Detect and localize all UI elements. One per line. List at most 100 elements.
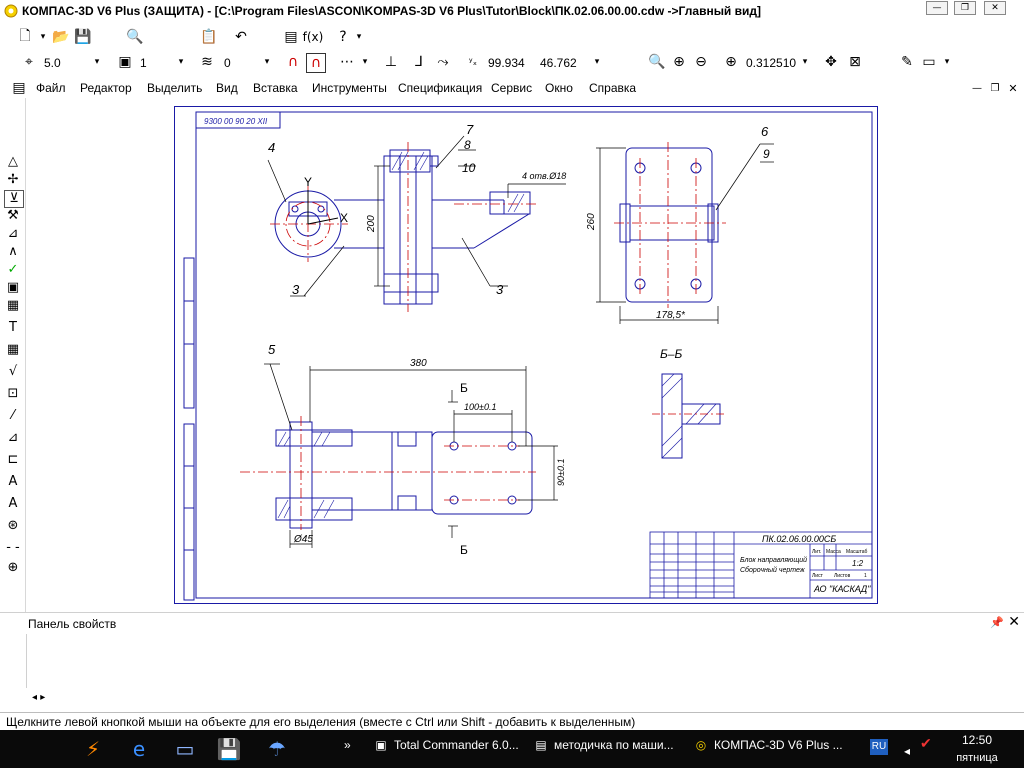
- text-icon[interactable]: T: [9, 320, 17, 335]
- grid-step-icon[interactable]: ⌖: [25, 54, 33, 70]
- menu-select[interactable]: Выделить: [147, 81, 203, 95]
- doc-restore-icon[interactable]: ❐: [990, 82, 1000, 94]
- new-document-icon[interactable]: 🗋: [19, 28, 31, 44]
- cursor-x-value[interactable]: 99.934: [488, 56, 525, 70]
- local-cs-icon[interactable]: ⊥: [384, 54, 398, 70]
- parametrization-icon[interactable]: ⊿: [7, 226, 19, 241]
- step-value[interactable]: 5.0: [44, 56, 61, 70]
- leader-icon[interactable]: ⁄: [11, 408, 15, 423]
- quicklaunch-overflow[interactable]: »: [344, 738, 351, 752]
- hammer-icon[interactable]: ⚒: [7, 208, 19, 223]
- base-icon[interactable]: ⊡: [7, 386, 19, 401]
- pan-icon[interactable]: ✥: [825, 54, 837, 70]
- zoom-window-icon[interactable]: 🔍: [648, 54, 666, 70]
- tolerance-icon[interactable]: ⊿: [7, 430, 19, 445]
- style-icon[interactable]: ≋: [201, 54, 213, 70]
- roughness-icon[interactable]: √: [8, 364, 18, 379]
- section-line-icon[interactable]: ⊏: [7, 452, 19, 467]
- zoom-value[interactable]: 0.312510: [746, 56, 797, 70]
- coords-dropdown-icon[interactable]: ▾: [594, 57, 600, 67]
- panel-dropdown-icon[interactable]: ▾: [944, 57, 950, 67]
- axis-icon[interactable]: ⊛: [7, 518, 19, 533]
- measure-icon[interactable]: ∧: [8, 244, 18, 259]
- zoom-dropdown-icon[interactable]: ▾: [802, 57, 808, 67]
- task-total-commander[interactable]: ▣ Total Commander 6.0...: [374, 732, 524, 758]
- stamp-scale: 1:2: [852, 559, 864, 568]
- center-mark-icon[interactable]: ⊕: [7, 560, 19, 575]
- internet-explorer-icon[interactable]: e: [132, 737, 146, 761]
- arrow-view-icon[interactable]: A: [8, 474, 18, 489]
- layer-dropdown-icon[interactable]: ▾: [178, 57, 184, 67]
- menu-editor[interactable]: Редактор: [80, 81, 132, 95]
- leader-9: 9: [763, 147, 770, 161]
- doc-minimize-icon[interactable]: —: [972, 82, 982, 94]
- round-off-icon[interactable]: ⤳: [437, 54, 449, 70]
- zoom-out-icon[interactable]: ⊖: [695, 54, 707, 70]
- menu-window[interactable]: Окно: [545, 81, 573, 95]
- menu-help[interactable]: Справка: [589, 81, 637, 95]
- clipboard-icon[interactable]: 📋: [200, 29, 218, 45]
- view-icon[interactable]: ▣: [6, 280, 20, 295]
- menu-service[interactable]: Сервис: [491, 81, 533, 95]
- maximize-button[interactable]: ❐: [954, 1, 976, 15]
- flashget-icon[interactable]: ⚡: [85, 737, 101, 761]
- menu-tools[interactable]: Инструменты: [312, 81, 387, 95]
- menu-view[interactable]: Вид: [216, 81, 238, 95]
- variables-icon[interactable]: ▤: [284, 29, 298, 45]
- layer-value[interactable]: 1: [140, 56, 147, 70]
- save-icon[interactable]: 💾: [74, 29, 92, 45]
- floppy-icon[interactable]: 💾: [216, 737, 242, 761]
- show-all-icon[interactable]: ⊠: [849, 54, 861, 70]
- dimensions-icon[interactable]: ⊻: [4, 190, 24, 208]
- clock-time[interactable]: 12:50: [961, 733, 993, 747]
- table-icon[interactable]: ▦: [6, 342, 20, 357]
- ortho-icon[interactable]: ⅃: [415, 54, 423, 70]
- help-pointer-icon[interactable]: ?: [339, 29, 347, 45]
- language-indicator[interactable]: RU: [870, 739, 888, 755]
- menu-insert[interactable]: Вставка: [253, 81, 298, 95]
- properties-icon[interactable]: ✎: [901, 54, 913, 70]
- menu-file[interactable]: Файл: [36, 81, 66, 95]
- help-dropdown-icon[interactable]: ▾: [356, 32, 362, 42]
- dim-d45: Ø45: [293, 534, 313, 545]
- pin-icon[interactable]: 📌: [990, 616, 1004, 629]
- print-preview-icon[interactable]: 🔍: [126, 29, 144, 45]
- open-icon[interactable]: 📂: [52, 29, 70, 45]
- menu-specification[interactable]: Спецификация: [398, 81, 483, 95]
- local-snap-icon[interactable]: ∩: [306, 53, 326, 73]
- layer-icon[interactable]: ▣: [118, 54, 132, 70]
- select-icon[interactable]: ✓: [7, 262, 19, 277]
- geometry-icon[interactable]: △: [8, 154, 18, 169]
- function-icon[interactable]: f(x): [302, 30, 324, 44]
- spec-icon[interactable]: ▦: [6, 298, 20, 313]
- tray-app-icon[interactable]: ✔: [920, 734, 932, 751]
- panel-toggle-icon[interactable]: ▭: [922, 54, 936, 70]
- style-dropdown-icon[interactable]: ▾: [264, 57, 270, 67]
- tray-expand-icon[interactable]: ◂: [904, 744, 911, 758]
- minimize-button[interactable]: —: [926, 1, 948, 15]
- task-word-doc[interactable]: ▤ методичка по маши...: [534, 732, 684, 758]
- desktop-icon[interactable]: ▭: [175, 737, 195, 761]
- task-kompas-label: КОМПАС-3D V6 Plus ...: [714, 738, 843, 752]
- document-icon[interactable]: ▤: [12, 80, 26, 96]
- undo-icon[interactable]: ↶: [235, 29, 247, 45]
- grid-dropdown-icon[interactable]: ▾: [362, 57, 368, 67]
- status-text: Щелкните левой кнопкой мыши на объекте д…: [6, 715, 636, 729]
- snap-magnet-icon[interactable]: ∩: [287, 54, 299, 70]
- style-value[interactable]: 0: [224, 56, 231, 70]
- grid-icon[interactable]: ⋯: [340, 54, 354, 70]
- task-kompas[interactable]: ◎ КОМПАС-3D V6 Plus ...: [694, 732, 844, 758]
- doc-close-icon[interactable]: ✕: [1008, 81, 1018, 95]
- drawing-sheet[interactable]: 9300 00 90 20 XII: [174, 106, 878, 604]
- zoom-in-icon[interactable]: ⊕: [673, 54, 685, 70]
- step-dropdown-icon[interactable]: ▾: [94, 57, 100, 67]
- close-button[interactable]: ✕: [984, 1, 1006, 15]
- network-icon[interactable]: ☂: [268, 737, 286, 761]
- position-icon[interactable]: A: [8, 496, 18, 511]
- cursor-y-value[interactable]: 46.762: [540, 56, 577, 70]
- panel-scroll-arrows[interactable]: ◂ ▸: [32, 692, 46, 703]
- zoom-scale-icon[interactable]: ⊕: [725, 54, 737, 70]
- edit-icon[interactable]: ✢: [7, 172, 19, 187]
- panel-close-icon[interactable]: ✕: [1008, 614, 1020, 630]
- new-dropdown-icon[interactable]: ▾: [40, 32, 46, 42]
